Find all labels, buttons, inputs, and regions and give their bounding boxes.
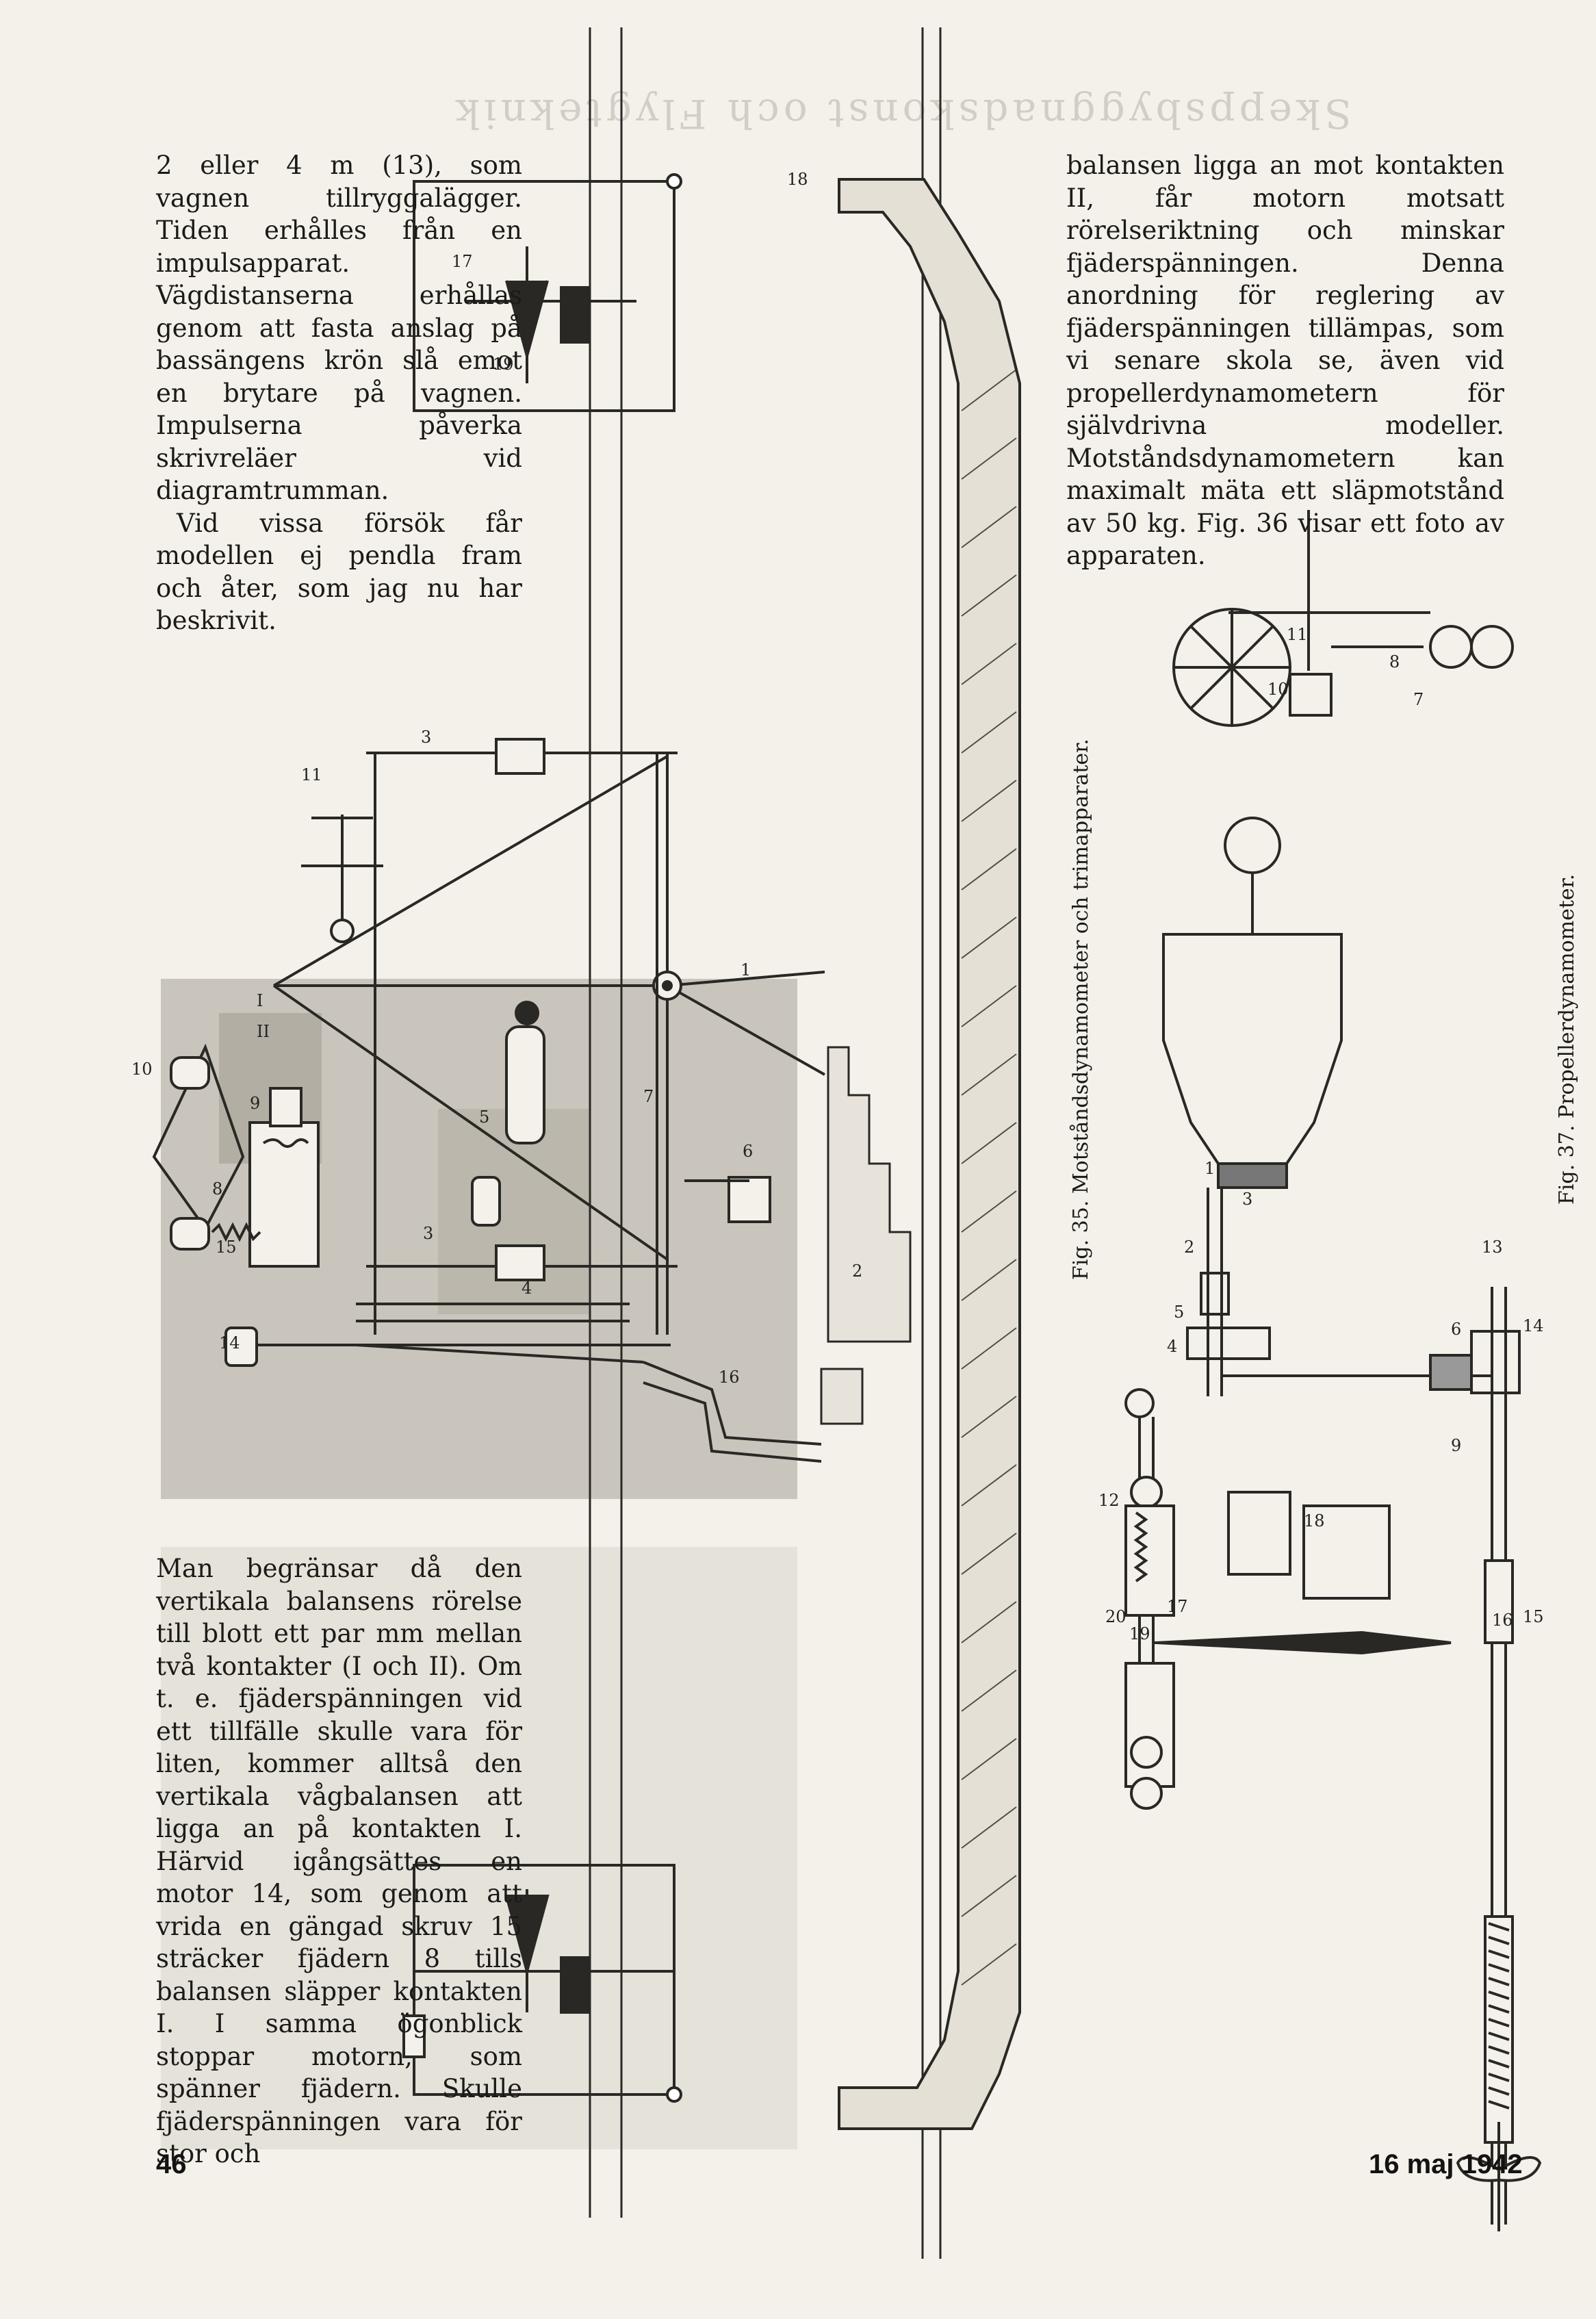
fig35-caption: Fig. 35. Motståndsdynamometer och trimap… <box>1069 739 1093 1280</box>
propeller-dynamometer <box>1124 817 1542 2231</box>
left-column-top: 2 eller 4 m (13), som vagnen tillryggalä… <box>156 149 522 637</box>
label-16: 16 <box>719 1368 740 1387</box>
fig37-label-10: 10 <box>1267 680 1289 699</box>
page-number: 46 <box>156 2149 187 2179</box>
fig37-label-19: 19 <box>1129 1624 1150 1643</box>
label-18: 18 <box>787 170 808 189</box>
fig37-label-12: 12 <box>1098 1491 1120 1510</box>
label-17: 17 <box>452 252 473 271</box>
fig37-label-14: 14 <box>1523 1316 1544 1335</box>
label-7: 7 <box>643 1087 654 1106</box>
label-5: 5 <box>479 1107 489 1127</box>
label-contact-I: I <box>257 991 263 1010</box>
fig37-label-2: 2 <box>1184 1238 1194 1257</box>
fig37-label-17: 17 <box>1167 1597 1188 1616</box>
label-10: 10 <box>131 1060 153 1079</box>
paragraph: balansen ligga an mot kontakten II, får … <box>1066 151 1504 570</box>
label-4: 4 <box>522 1279 532 1298</box>
fig37-label-4: 4 <box>1167 1337 1177 1356</box>
trim-apparatus-bottom <box>402 1864 682 2103</box>
fig37-label-3: 3 <box>1242 1190 1252 1209</box>
label-3-lower: 3 <box>423 1224 433 1243</box>
fig37-label-15: 15 <box>1523 1607 1544 1626</box>
fig37-label-16: 16 <box>1492 1611 1513 1630</box>
fig37-label-5: 5 <box>1174 1303 1184 1322</box>
resistance-dynamometer-frame <box>272 738 825 1335</box>
spring-regulator <box>152 1043 822 1463</box>
label-3-upper: 3 <box>421 728 431 747</box>
fig37-label-1: 1 <box>1205 1159 1215 1178</box>
right-column-top: balansen ligga an mot kontakten II, får … <box>1066 149 1504 572</box>
label-15: 15 <box>216 1238 237 1257</box>
label-contact-II: II <box>257 1022 270 1041</box>
fig37-part-labels: 1 2 3 4 5 6 7 8 9 10 11 12 13 14 15 16 1… <box>1098 625 1544 1643</box>
fig37-caption: Fig. 37. Propellerdynamometer. <box>1555 873 1579 1205</box>
paragraph: 2 eller 4 m (13), som vagnen tillryggalä… <box>156 151 522 505</box>
fig37-label-18: 18 <box>1304 1511 1325 1530</box>
fig37-label-7: 7 <box>1413 690 1424 709</box>
fig37-label-20: 20 <box>1105 1607 1127 1626</box>
label-6: 6 <box>743 1142 753 1161</box>
label-2: 2 <box>852 1261 862 1281</box>
label-8: 8 <box>212 1179 222 1199</box>
label-11: 11 <box>301 765 322 784</box>
fig37-label-6: 6 <box>1451 1320 1461 1339</box>
fig37-label-8: 8 <box>1389 652 1400 671</box>
paragraph: Vid vissa försök får modellen ej pendla … <box>156 508 522 636</box>
paragraph: Man begränsar då den vertikala balansens… <box>156 1554 522 2168</box>
fig35-part-labels: 1 2 3 3 4 5 6 7 8 9 10 11 14 15 16 17 18… <box>131 170 862 1387</box>
label-19: 19 <box>493 355 514 374</box>
fig37-label-9: 9 <box>1451 1436 1461 1455</box>
fig37-label-11: 11 <box>1287 625 1308 644</box>
basin-wall-section <box>838 178 1021 2130</box>
issue-date: 16 maj 1942 <box>1369 2149 1523 2179</box>
fig37-label-13: 13 <box>1482 1238 1503 1257</box>
left-column-bottom: Man begränsar då den vertikala balansens… <box>156 1552 522 2170</box>
label-1: 1 <box>741 960 751 979</box>
label-9: 9 <box>250 1094 260 1113</box>
label-14: 14 <box>219 1333 240 1353</box>
trim-wheel <box>1172 510 1514 727</box>
trim-apparatus-top <box>413 173 682 412</box>
